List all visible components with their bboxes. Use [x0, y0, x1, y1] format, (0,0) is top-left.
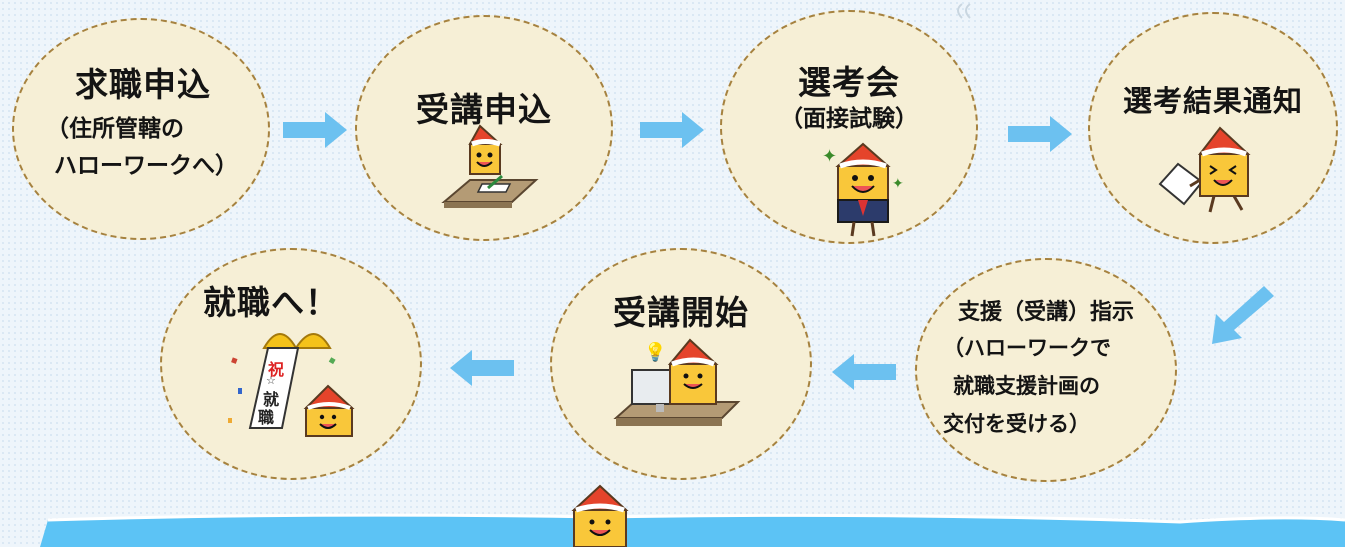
- step-7-title: 就職へ！: [203, 283, 339, 322]
- mascot-writing-at-desk: [441, 124, 539, 208]
- celebration-banner-char-4: 職: [258, 408, 275, 427]
- step-1-subtitle-line1: （住所管轄の: [46, 116, 184, 142]
- step-4-title: 選考結果通知: [1122, 84, 1303, 118]
- celebration-banner-char-3: 就: [263, 390, 280, 409]
- arrow-left-6-to-7: [450, 350, 514, 386]
- step-3-title: 選考会: [798, 63, 900, 102]
- arrow-right-1-to-2: [283, 112, 347, 148]
- step-circle-6: 受講開始: [550, 248, 812, 480]
- step-5-subtitle-line2: 就職支援計画の: [953, 374, 1100, 398]
- celebration-banner-char-1: 祝: [268, 360, 285, 379]
- mascot-holding-letter-icon: [1158, 126, 1251, 213]
- arrow-down-4-to-5: [1212, 286, 1274, 344]
- svg-text:💡: 💡: [644, 341, 666, 363]
- step-6-title: 受講開始: [613, 293, 749, 332]
- celebration-banner-char-2: ☆: [266, 374, 276, 387]
- step-circle-1: 求職申込 （住所管轄の ハローワークへ）: [12, 18, 270, 240]
- step-circle-3: 選考会 （面接試験）: [720, 10, 978, 244]
- arrow-left-5-to-6: [832, 354, 896, 390]
- svg-text:✦: ✦: [892, 176, 904, 192]
- arrow-right-2-to-3: [640, 112, 704, 148]
- mascot-peeking-icon: [571, 484, 629, 547]
- step-5-title: 支援（受講）指示: [957, 300, 1134, 325]
- step-2-title: 受講申込: [416, 90, 552, 129]
- step-1-title: 求職申込: [75, 65, 211, 104]
- step-1-subtitle-line2: ハローワークへ）: [54, 153, 238, 179]
- step-5-subtitle-line1: （ハローワークで: [943, 336, 1111, 360]
- mascot-in-suit-icon: ✦ ✦: [822, 142, 904, 237]
- celebration-banner-icon: [228, 333, 336, 429]
- step-5-subtitle-line3: 交付を受ける）: [943, 412, 1090, 436]
- mascot-cheering-icon: [303, 384, 355, 437]
- step-3-subtitle: （面接試験）: [780, 106, 918, 132]
- mascot-at-computer-icon: 💡: [613, 338, 741, 426]
- arrow-right-3-to-4: [1008, 116, 1072, 152]
- step-circle-5: 支援（受講）指示 （ハローワークで 就職支援計画の 交付を受ける）: [915, 258, 1177, 482]
- svg-text:✦: ✦: [822, 146, 837, 167]
